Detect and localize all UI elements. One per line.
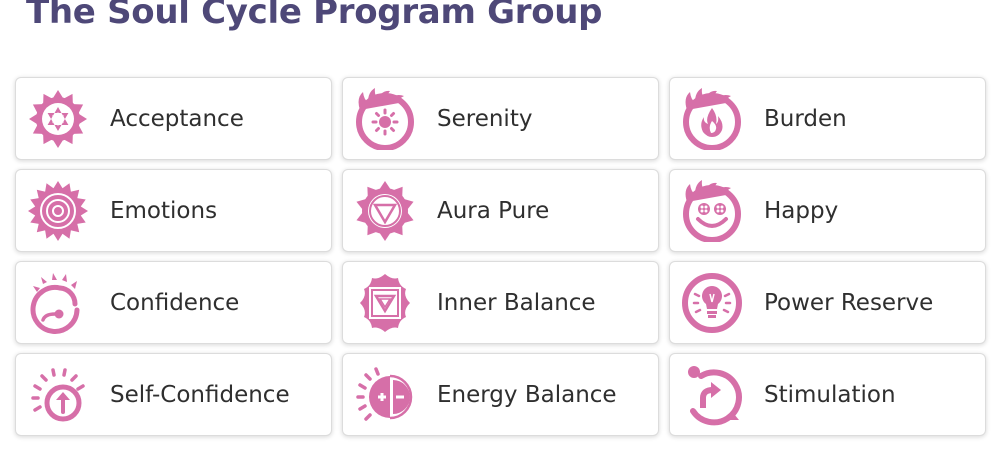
cycle-arrow-icon <box>681 364 743 426</box>
program-card-power-reserve[interactable]: Power Reserve <box>669 261 986 344</box>
program-label: Confidence <box>110 289 240 316</box>
program-label: Happy <box>764 197 839 224</box>
program-card-burden[interactable]: Burden <box>669 77 986 160</box>
lotus-rings-icon <box>27 180 89 242</box>
lotus-triangle-icon <box>354 180 416 242</box>
sun-icon <box>354 87 416 150</box>
program-label: Stimulation <box>764 381 896 408</box>
program-card-stimulation[interactable]: Stimulation <box>669 353 986 436</box>
program-card-confidence[interactable]: Confidence <box>15 261 332 344</box>
star-of-david-icon <box>27 88 89 150</box>
flame-icon <box>681 87 743 150</box>
program-label: Emotions <box>110 197 218 224</box>
program-card-serenity[interactable]: Serenity <box>342 77 659 160</box>
program-card-aura-pure[interactable]: Aura Pure <box>342 169 659 252</box>
program-label: Acceptance <box>110 105 244 132</box>
program-grid: Acceptance Serenity <box>15 77 986 437</box>
plus-minus-icon <box>354 364 416 426</box>
program-card-energy-balance[interactable]: Energy Balance <box>342 353 659 436</box>
up-arrow-sun-icon <box>27 364 89 426</box>
program-card-self-confidence[interactable]: Self-Confidence <box>15 353 332 436</box>
program-label: Power Reserve <box>764 289 934 316</box>
smiley-icon <box>681 179 743 242</box>
program-card-emotions[interactable]: Emotions <box>15 169 332 252</box>
spiral-sprout-icon <box>27 272 89 334</box>
program-label: Aura Pure <box>437 197 550 224</box>
program-card-acceptance[interactable]: Acceptance <box>15 77 332 160</box>
page-title: The Soul Cycle Program Group <box>26 0 603 32</box>
program-card-inner-balance[interactable]: Inner Balance <box>342 261 659 344</box>
program-label: Burden <box>764 105 847 132</box>
program-card-happy[interactable]: Happy <box>669 169 986 252</box>
program-label: Inner Balance <box>437 289 596 316</box>
program-label: Energy Balance <box>437 381 617 408</box>
program-label: Serenity <box>437 105 533 132</box>
program-label: Self-Confidence <box>110 381 290 408</box>
square-triangle-icon <box>354 272 416 334</box>
lightbulb-icon <box>681 272 743 334</box>
